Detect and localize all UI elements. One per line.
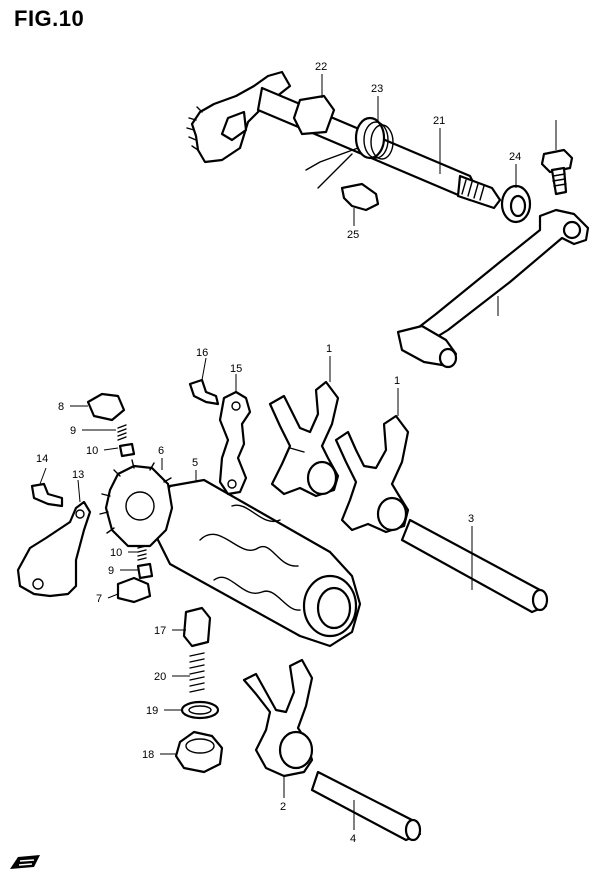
shift-fork-lower [242, 658, 314, 778]
neutral-contact [182, 606, 212, 648]
callout-18: 20 [154, 671, 166, 683]
leader-lines [39, 74, 557, 830]
callout-23: 25 [347, 229, 359, 241]
callout-17: 19 [146, 705, 158, 717]
callout-16: 18 [142, 749, 154, 761]
stopper-lever-bolt [30, 482, 64, 508]
stopper-plate-screw [188, 378, 220, 406]
callout-labels: 22 23 21 24 25 1 1 3 2 4 5 6 16 15 8 9 1… [36, 61, 521, 845]
shift-fork-upper-left [268, 380, 340, 498]
brand-logo-icon [10, 855, 40, 869]
gearshift-lever [396, 208, 590, 369]
gearshift-cam [154, 478, 362, 648]
callout-1-right: 1 [394, 375, 400, 387]
neutral-spring [189, 652, 205, 693]
callout-14: 16 [196, 347, 208, 359]
gasket-ring [180, 700, 220, 720]
stopper-pin-upper [118, 442, 136, 458]
stopper-spring-lower [137, 545, 147, 561]
callout-20: 22 [315, 61, 327, 73]
stopper-spring-upper [117, 424, 127, 441]
callout-8: 8 [58, 401, 64, 413]
callout-4: 4 [350, 833, 356, 845]
neutral-switch-plug [174, 730, 224, 774]
callout-10-lower: 10 [110, 547, 122, 559]
fork-shaft-upper [400, 518, 549, 614]
callout-7: 7 [96, 593, 102, 605]
callout-22: 24 [509, 151, 521, 163]
shaft-collar [292, 94, 336, 136]
callout-19: 21 [433, 115, 445, 127]
callout-6: 6 [158, 445, 164, 457]
cam-stopper-upper [86, 392, 126, 422]
callout-21: 23 [371, 83, 383, 95]
cam-driven-gear [99, 459, 174, 548]
callout-12: 14 [36, 453, 48, 465]
cam-stopper-lower [116, 576, 152, 604]
cam-stopper-plate [218, 390, 252, 496]
callout-5: 5 [192, 457, 198, 469]
shift-shaft-assembly [186, 70, 502, 212]
pedal-bolt [540, 148, 574, 196]
return-spring [305, 116, 394, 189]
stopper-pin-lower [136, 562, 154, 580]
cam-stopper-lever [16, 500, 92, 598]
callout-9-lower: 9 [108, 565, 114, 577]
callout-11: 13 [72, 469, 84, 481]
stopper-bolt [340, 182, 380, 212]
oil-seal [500, 184, 532, 224]
callout-1-left: 1 [326, 343, 332, 355]
callout-15: 17 [154, 625, 166, 637]
callout-13: 15 [230, 363, 242, 375]
shift-fork-upper-right [334, 414, 410, 534]
callout-10-upper: 10 [86, 445, 98, 457]
callout-3: 3 [468, 513, 474, 525]
figure-title: FIG.10 [14, 6, 85, 31]
callout-9-upper: 9 [70, 425, 76, 437]
callout-2: 2 [280, 801, 286, 813]
fork-shaft-lower [310, 770, 422, 842]
